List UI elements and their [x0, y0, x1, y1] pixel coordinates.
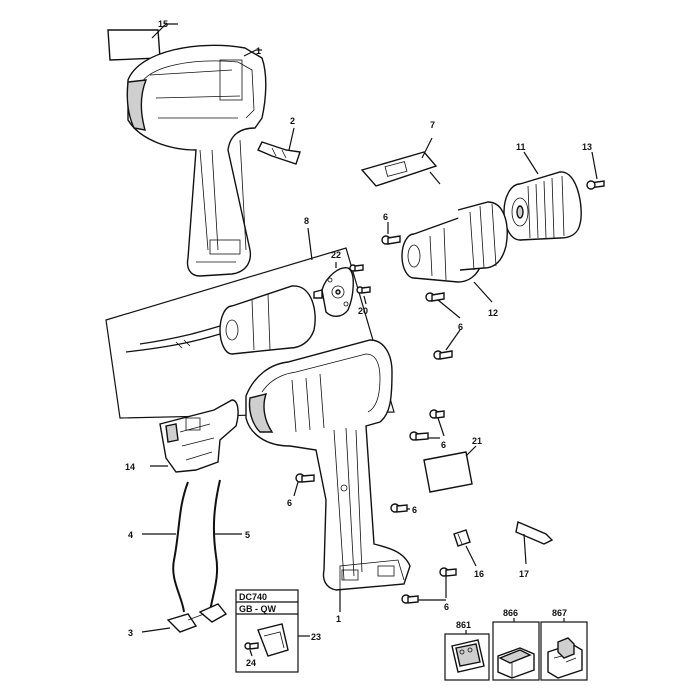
callout-1-bottom: 1: [336, 614, 341, 624]
callout-21: 21: [472, 436, 482, 446]
callout-861: 861: [456, 620, 471, 630]
motor: [125, 285, 316, 355]
part-1-housing-left: [126, 44, 267, 277]
callout-6-bottom: 6: [444, 602, 449, 612]
part-1-housing-right: [245, 339, 411, 612]
part-16-clip: [453, 529, 477, 567]
part-20-screws: [349, 264, 371, 305]
part-8-motor-frame: [105, 227, 395, 419]
callout-22: 22: [331, 250, 341, 260]
callout-23: 23: [311, 632, 321, 642]
part-3-terminal: [141, 603, 228, 633]
part-22-plate: [313, 262, 354, 317]
part-12-gearbox: [401, 201, 508, 303]
callout-4: 4: [128, 530, 133, 540]
callout-8: 8: [304, 216, 309, 226]
model-box-model: DC740: [239, 592, 267, 602]
part-5-wire: [209, 479, 242, 613]
callout-866: 866: [503, 608, 518, 618]
screw-6-right-b: [390, 503, 410, 513]
callout-12: 12: [488, 308, 498, 318]
part-24-screw: [244, 642, 259, 657]
part-4-wire: [142, 481, 189, 613]
part-866-charger: [492, 618, 540, 681]
callout-6-top: 6: [383, 212, 388, 222]
part-13-screw: [586, 151, 605, 190]
screw-6-bottom: [401, 567, 457, 604]
part-17-bit: [515, 521, 554, 565]
callout-13: 13: [582, 142, 592, 152]
part-2-cover: [257, 127, 301, 165]
callout-867: 867: [552, 608, 567, 618]
part-11-chuck: [503, 151, 582, 241]
callout-24: 24: [246, 658, 256, 668]
callout-6-gear: 6: [458, 322, 463, 332]
screw-6-left: [293, 473, 315, 497]
callout-14: 14: [125, 462, 135, 472]
model-box-region: GB - QW: [239, 604, 276, 614]
part-23-bracket: [257, 623, 310, 657]
callout-1-top: 1: [256, 46, 261, 56]
part-861-case: [444, 630, 490, 681]
part-7-clip: [360, 137, 441, 187]
callout-6-right-a: 6: [441, 440, 446, 450]
part-867-battery: [540, 618, 588, 681]
callout-6-right-b: 6: [412, 505, 417, 515]
model-box: [235, 589, 299, 673]
callout-2: 2: [290, 116, 295, 126]
callout-11: 11: [516, 142, 526, 152]
callout-6-left: 6: [287, 498, 292, 508]
callout-20: 20: [358, 306, 368, 316]
part-14-switch: [150, 399, 239, 473]
callout-5: 5: [245, 530, 250, 540]
callout-16: 16: [474, 569, 484, 579]
screw-6-top: [381, 222, 401, 245]
callout-3: 3: [128, 628, 133, 638]
screw-6-gear-low: [425, 292, 461, 360]
callout-17: 17: [519, 569, 529, 579]
screw-6-right-a: [409, 409, 445, 441]
callout-15: 15: [158, 19, 168, 29]
part-21-label: [423, 445, 477, 493]
callout-7: 7: [430, 120, 435, 130]
